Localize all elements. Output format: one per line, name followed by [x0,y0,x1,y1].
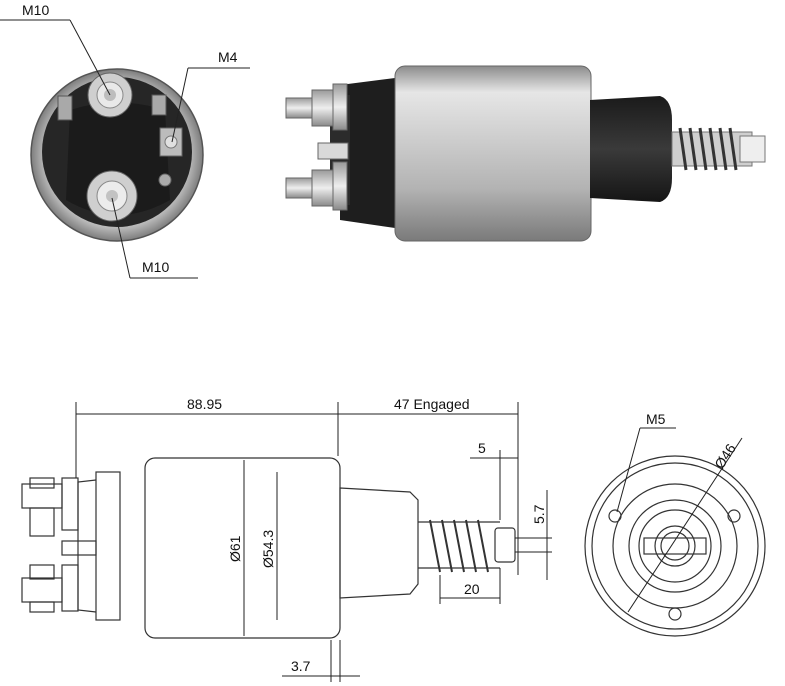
small-terminal [159,127,183,157]
dim-plunger-step: 5 [478,440,486,456]
side-view-photo [285,65,766,242]
label-m5: M5 [646,411,666,427]
dim-body-diameter: Ø61 [227,535,243,562]
dim-bolt-circle: Ø46 [711,441,739,472]
spade-terminal [317,142,349,160]
plunger-spring [671,127,766,171]
label-m10-bottom: M10 [142,259,169,275]
dim-engaged: 47 Engaged [394,396,470,412]
mounting-hole-left [608,509,622,523]
solenoid-can [394,65,592,242]
dim-overall-length: 88.95 [187,396,222,412]
end-view-photo: M10 M4 M10 [0,2,250,279]
mounting-hole-right [727,509,741,523]
bottom-terminal-stud [86,170,138,222]
upper-stud [285,83,348,131]
dim-spring-length: 20 [464,581,480,597]
side-view-drawing: 88.95 47 Engaged 5 5.7 20 Ø61 Ø54.3 3.7 [21,396,552,682]
dim-flange-thickness: 3.7 [291,658,311,674]
label-m4: M4 [218,49,238,65]
rubber-boot [590,96,672,202]
dim-inner-diameter: Ø54.3 [260,530,276,568]
end-view-drawing: M5 Ø46 [584,411,766,637]
label-m10-top: M10 [22,2,49,18]
dim-plunger-diameter: 5.7 [531,504,547,524]
mounting-hole-bottom [668,607,682,621]
lower-stud [285,161,348,211]
